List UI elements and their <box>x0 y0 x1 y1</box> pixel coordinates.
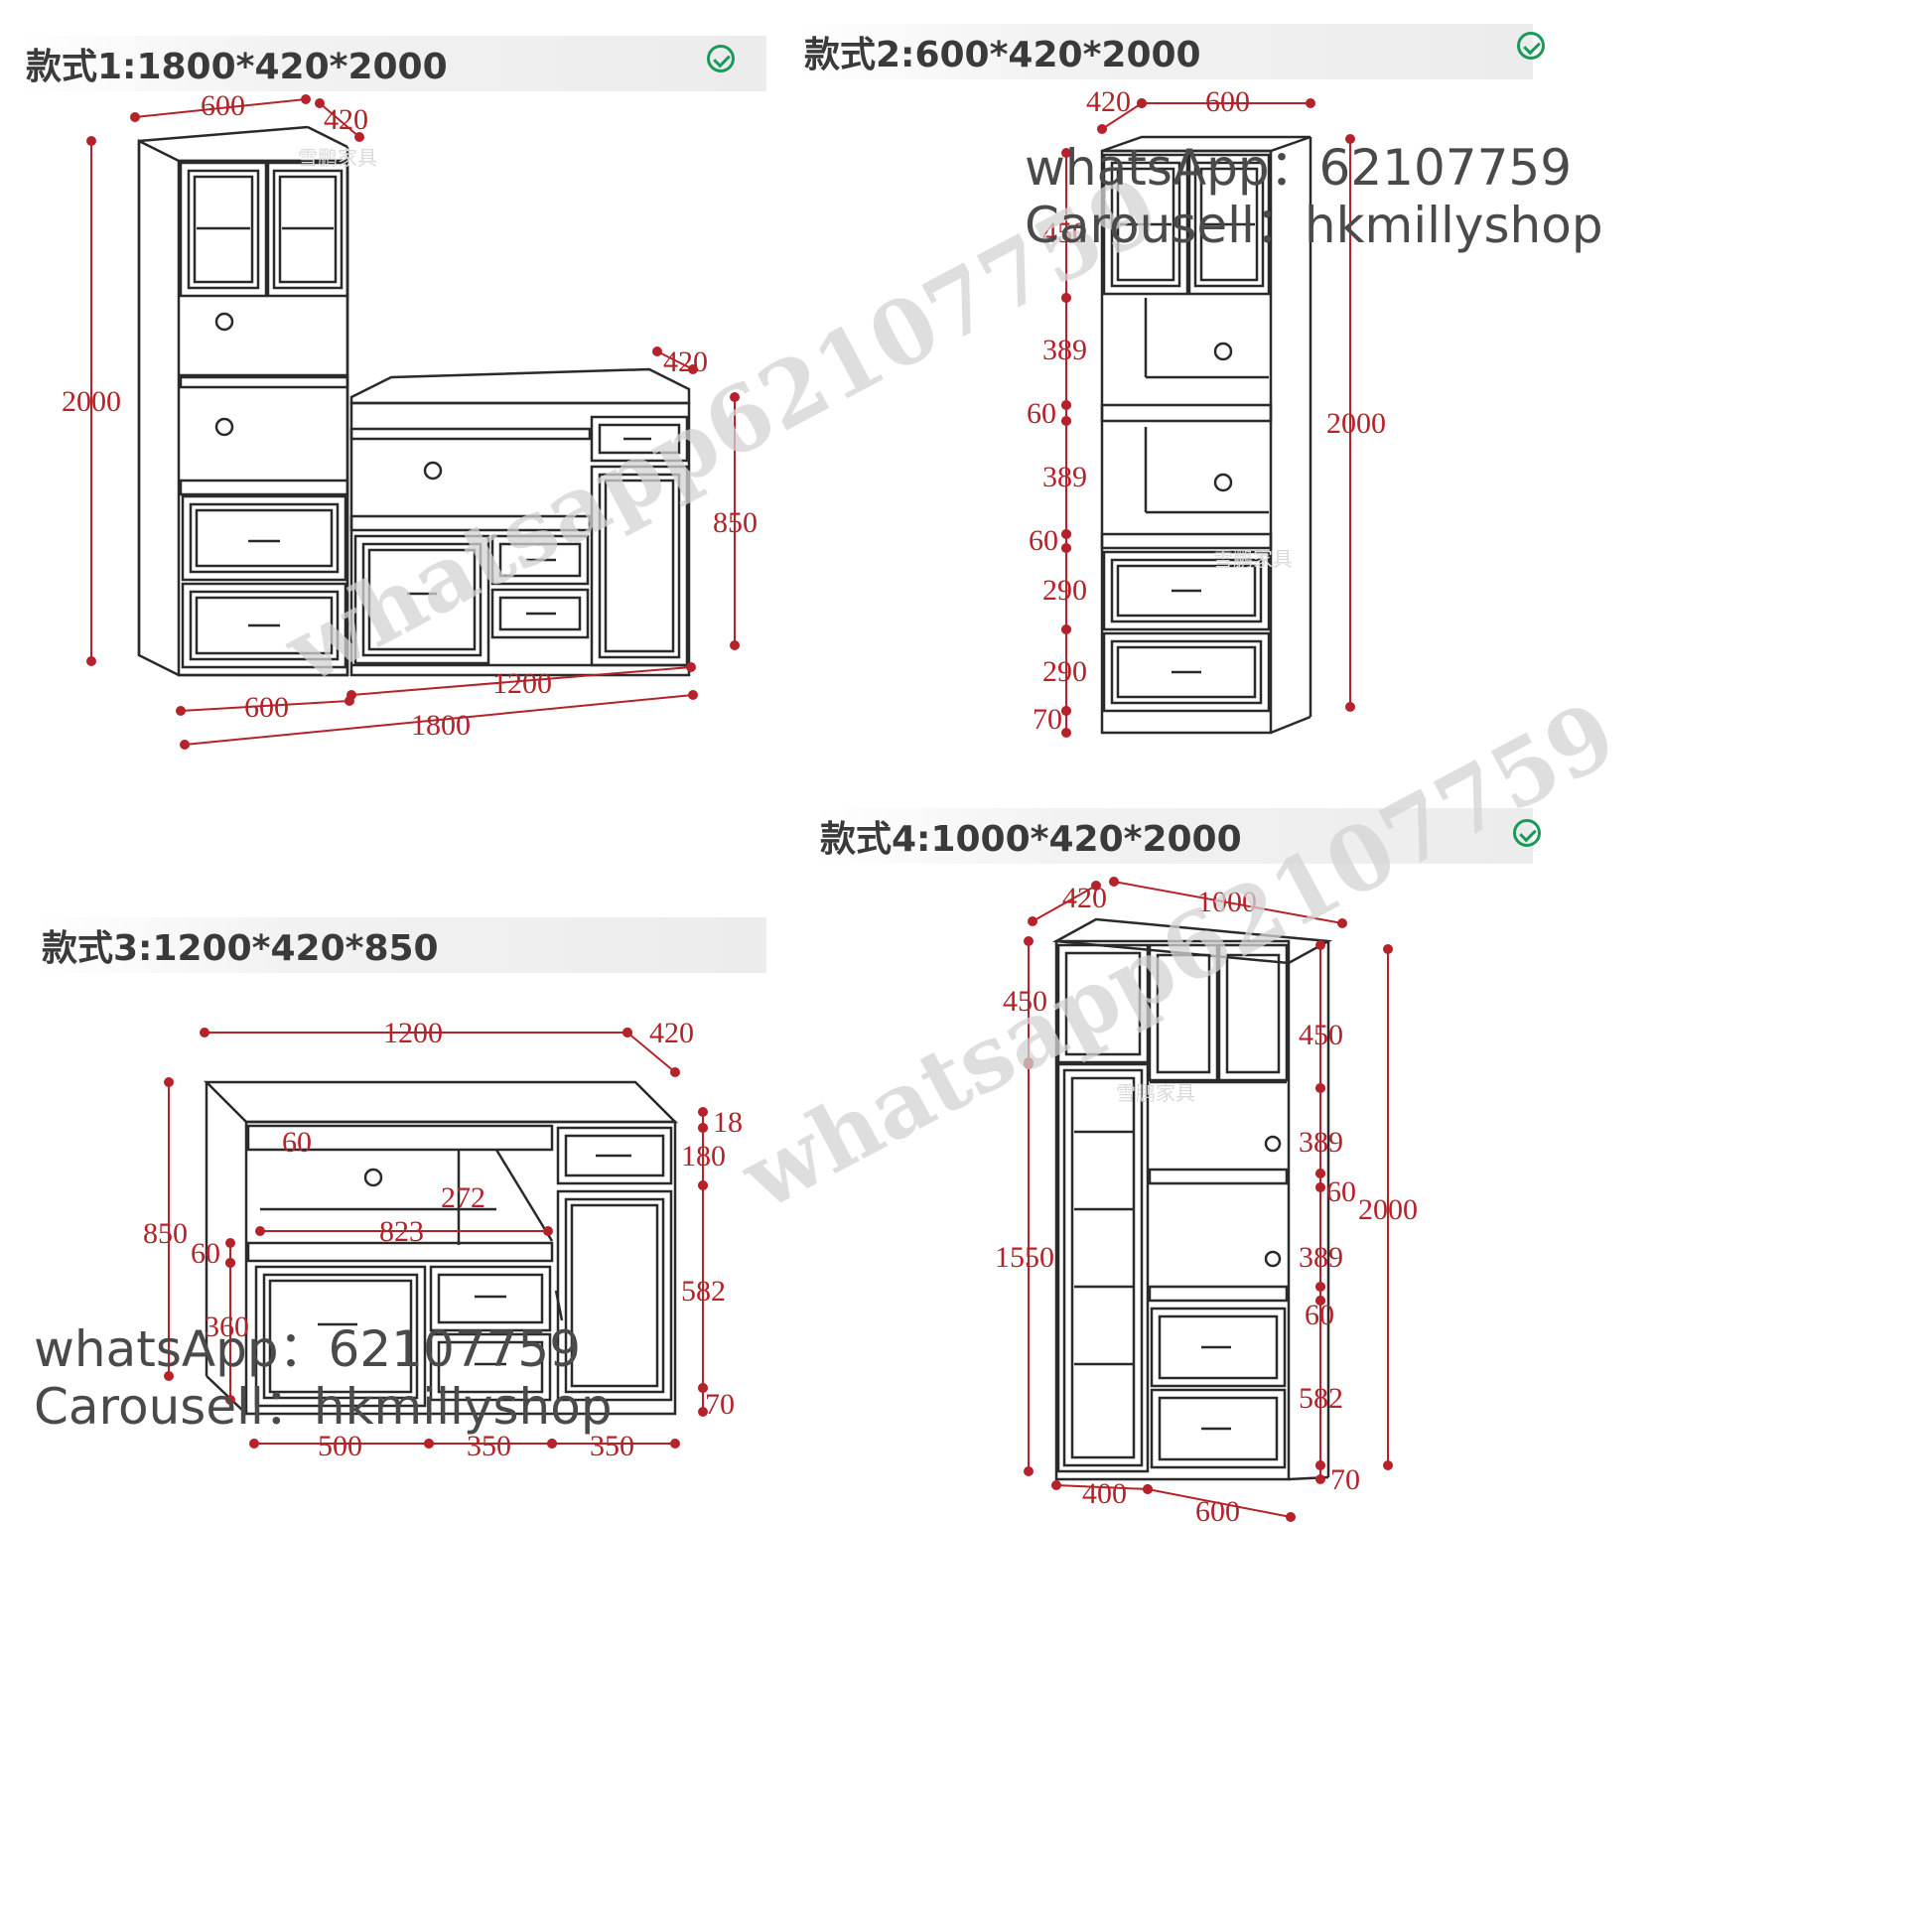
s2-d389a: 389 <box>1042 334 1087 366</box>
s3-w350b: 350 <box>590 1430 634 1462</box>
s1-total-width: 1800 <box>411 709 471 742</box>
s2-d290a: 290 <box>1042 574 1087 607</box>
watermark-2: whatsapp62107759 <box>725 681 1633 1230</box>
dimension-labels: 600 420 2000 420 850 1200 600 1800 420 6… <box>62 85 1418 1528</box>
s2-d450: 450 <box>1042 216 1087 249</box>
s4-w400: 400 <box>1082 1477 1127 1510</box>
s1-depth-low: 420 <box>663 345 708 378</box>
s3-d360: 360 <box>205 1311 249 1343</box>
s4-w600: 600 <box>1195 1495 1240 1528</box>
s2-d60a: 60 <box>1027 397 1056 430</box>
s3-d272: 272 <box>441 1181 485 1214</box>
s1-width-tall: 600 <box>244 691 289 724</box>
s2-depth: 420 <box>1086 85 1131 118</box>
style2-header-bar <box>794 24 1533 79</box>
s4-d389b: 389 <box>1299 1241 1343 1274</box>
s1-height: 2000 <box>62 385 121 418</box>
style4-check-icon <box>1513 819 1541 847</box>
s3-w350a: 350 <box>467 1430 511 1462</box>
whatsapp-text: whatsApp：62107759 <box>34 1320 582 1378</box>
brand-mark-1: 雪鹏家具 <box>298 146 377 170</box>
s3-d582: 582 <box>681 1275 726 1308</box>
s3-d70: 70 <box>705 1388 735 1421</box>
s1-width-top: 600 <box>201 89 245 122</box>
style2-drawing <box>1100 135 1312 735</box>
style4-title: 款式4:1000*420*2000 <box>820 819 1242 860</box>
s4-d450b: 450 <box>1299 1019 1343 1051</box>
s3-width: 1200 <box>383 1017 443 1049</box>
s2-d389b: 389 <box>1042 461 1087 493</box>
style4-drawing <box>1051 917 1333 1481</box>
s3-depth: 420 <box>649 1017 694 1049</box>
s4-d1550: 1550 <box>995 1241 1054 1274</box>
brand-mark-3: 雪鹏家具 <box>1116 1081 1195 1105</box>
contact-block-bottom: whatsApp：62107759 Carousell：hkmillyshop <box>34 1320 613 1436</box>
brand-mark-2: 雪鹏家具 <box>1213 547 1293 571</box>
s3-d60b: 60 <box>191 1237 220 1270</box>
style1-title: 款式1:1800*420*2000 <box>26 47 448 87</box>
style1-header-bar <box>20 36 766 91</box>
carousell-text: Carousell：hkmillyshop <box>34 1378 613 1436</box>
s2-width: 600 <box>1205 85 1250 118</box>
s2-d70: 70 <box>1033 703 1062 736</box>
s4-d450a: 450 <box>1003 985 1047 1018</box>
contact-block-top: whatsApp：62107759 Carousell：hkmillyshop <box>1025 139 1603 254</box>
style1-check-icon <box>707 45 735 72</box>
s3-d60a: 60 <box>282 1126 312 1159</box>
s4-d389a: 389 <box>1299 1126 1343 1159</box>
s3-d180: 180 <box>681 1140 726 1173</box>
s2-height: 2000 <box>1326 407 1386 440</box>
style3-title: 款式3:1200*420*850 <box>42 928 439 969</box>
s3-w500: 500 <box>318 1430 362 1462</box>
style3-header-bar <box>36 917 766 973</box>
s4-depth: 420 <box>1062 882 1107 914</box>
s3-d18: 18 <box>713 1106 743 1139</box>
s1-depth-top: 420 <box>324 103 368 136</box>
s3-d823: 823 <box>379 1215 424 1248</box>
s2-d290b: 290 <box>1042 655 1087 688</box>
style1-drawing <box>137 125 691 677</box>
style3-drawing <box>203 1080 679 1416</box>
s4-d60b: 60 <box>1305 1299 1334 1331</box>
s1-width-low: 1200 <box>492 667 552 700</box>
s4-height: 2000 <box>1358 1193 1418 1226</box>
style2-check-icon <box>1517 32 1545 60</box>
s4-d70: 70 <box>1330 1463 1360 1496</box>
s1-height-low: 850 <box>713 506 758 539</box>
s4-width: 1000 <box>1197 886 1257 918</box>
s3-height: 850 <box>143 1217 188 1250</box>
s2-d60b: 60 <box>1029 524 1058 557</box>
style4-header-bar <box>814 808 1533 864</box>
style2-title: 款式2:600*420*2000 <box>804 35 1201 75</box>
s4-d60a: 60 <box>1326 1175 1356 1208</box>
s4-d582: 582 <box>1299 1382 1343 1415</box>
whatsapp-text: whatsApp：62107759 <box>1025 139 1573 197</box>
carousell-text: Carousell：hkmillyshop <box>1025 197 1603 254</box>
